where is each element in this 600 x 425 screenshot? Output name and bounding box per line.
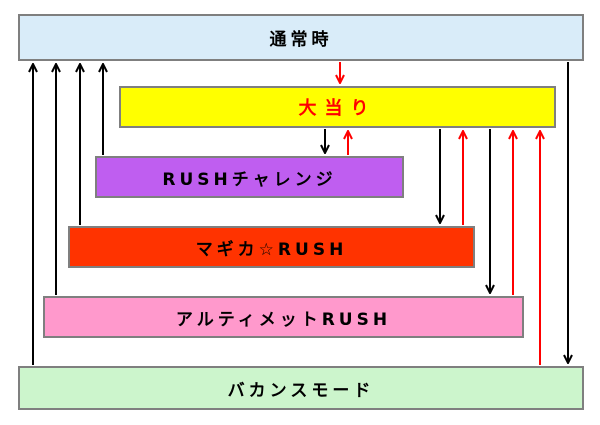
state-normal-box: 通常時 xyxy=(18,14,584,61)
state-jackpot-box: 大当り xyxy=(119,86,556,128)
state-vacance-mode-box: バカンスモード xyxy=(18,366,584,410)
state-magika-rush-label: マギカ☆RUSH xyxy=(195,239,348,260)
state-rush-challenge-box: RUSHチャレンジ xyxy=(95,156,404,198)
state-vacance-mode-label: バカンスモード xyxy=(227,380,375,401)
state-normal-label: 通常時 xyxy=(269,30,333,50)
state-magika-rush-box: マギカ☆RUSH xyxy=(68,226,475,268)
state-rush-challenge-label: RUSHチャレンジ xyxy=(162,169,337,190)
state-ultimate-rush-label: アルティメットRUSH xyxy=(175,309,392,330)
state-ultimate-rush-box: アルティメットRUSH xyxy=(43,296,524,338)
state-jackpot-label: 大当り xyxy=(298,98,377,119)
